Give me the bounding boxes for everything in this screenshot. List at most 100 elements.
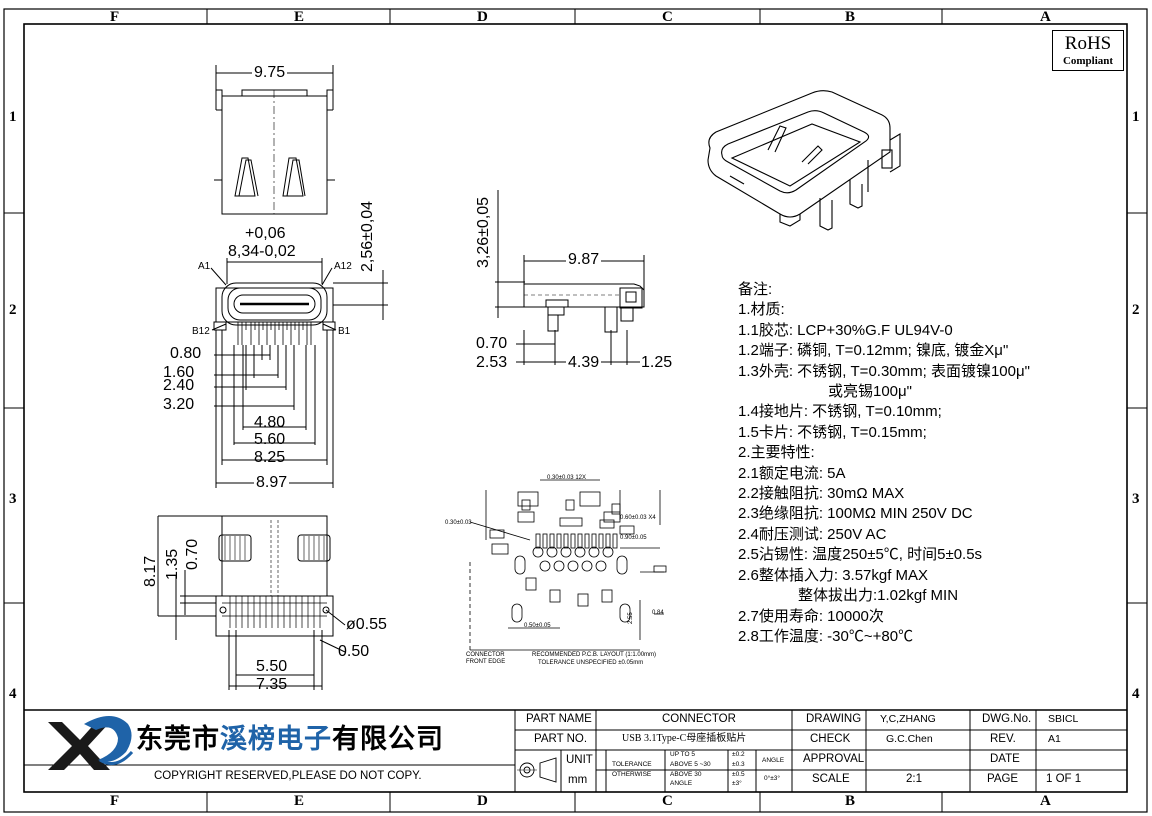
- tolerance-label: TOLERANCE: [612, 761, 652, 768]
- dim-front-1-60: 1.60: [163, 364, 195, 381]
- dim-front-8-97: 8.97: [254, 474, 290, 491]
- zone-row-4-right: 4: [1132, 686, 1140, 702]
- note-2-6-cont: 整体拔出力:1.02kgf MIN: [798, 587, 959, 605]
- pcb-l4-label: 2.55: [628, 612, 634, 624]
- dim-bottom-0-50: 0.50: [338, 643, 370, 660]
- dim-bottom-1-35: 1.35: [164, 548, 181, 580]
- dim-side-4-39: 4.39: [566, 354, 602, 371]
- dim-front-tol-upper: +0,06: [245, 225, 286, 242]
- dwg-no-value: SBICL: [1048, 713, 1079, 725]
- drawing-label: DRAWING: [806, 713, 862, 725]
- pcb-layout-title: RECOMMENDED P.C.B. LAYOUT (1:1.00mm): [532, 652, 657, 658]
- dim-front-8-25: 8.25: [254, 449, 286, 466]
- note-2-2: 2.2接触阻抗: 30mΩ MAX: [738, 485, 905, 503]
- dim-front-width: 8,34-0,02: [228, 243, 296, 260]
- otherwise-label: OTHERWISE: [612, 771, 652, 778]
- zone-row-1-left: 1: [9, 109, 17, 125]
- pin-label-a12: A12: [334, 261, 352, 272]
- dim-front-3-20: 3.20: [163, 396, 195, 413]
- page-label: PAGE: [987, 773, 1019, 785]
- dim-bottom-hole: ø0.55: [346, 616, 387, 633]
- note-2-7: 2.7使用寿命: 10000次: [738, 607, 884, 625]
- zone-row-3-left: 3: [9, 491, 17, 507]
- notes-block: 备注: 1.材质: 1.1胶芯: LCP+30%G.F UL94V-0 1.2端…: [738, 280, 1030, 647]
- company-name-part3: 有限公司: [332, 724, 444, 754]
- note-1-3: 1.3外壳: 不锈钢, T=0.30mm; 表面镀镍100μ": [738, 362, 1030, 380]
- tol-row-2-label: ABOVE 5 ~30: [670, 761, 711, 768]
- zone-col-c-bottom: C: [662, 793, 673, 809]
- rohs-badge: RoHS Compliant: [1052, 30, 1124, 71]
- tol-row-2-value: ±0.3: [732, 761, 745, 768]
- note-1: 1.材质:: [738, 301, 785, 319]
- tol-row-4-value: ±3°: [732, 780, 742, 787]
- zone-col-b-top: B: [845, 9, 856, 25]
- zone-col-f-top: F: [110, 9, 120, 25]
- unit-value: mm: [568, 774, 588, 786]
- pcb-pitch-label: 0.30±0.03 12X: [547, 475, 586, 481]
- pcb-l5-label: 0.84: [652, 610, 664, 616]
- scale-label: SCALE: [812, 773, 850, 785]
- note-2-5: 2.5沾锡性: 温度250±5℃, 时间5±0.5s: [738, 546, 983, 564]
- zone-col-f-bottom: F: [110, 793, 120, 809]
- part-no-label: PART NO.: [534, 733, 588, 745]
- dim-front-4-80: 4.80: [254, 414, 286, 431]
- company-logo: [48, 716, 134, 770]
- zone-col-d-top: D: [477, 9, 488, 25]
- scale-value: 2:1: [906, 773, 922, 785]
- check-label: CHECK: [810, 733, 851, 745]
- pcb-tolerance: TOLERANCE UNSPECIFIED ±0.05mm: [538, 660, 644, 666]
- angle-value: 0°±3°: [764, 775, 780, 782]
- dim-bottom-7-35: 7.35: [256, 676, 288, 693]
- tol-row-3-label: ABOVE 30: [670, 771, 702, 778]
- tol-row-1-value: ±0.2: [732, 751, 745, 758]
- angle-label: ANGLE: [762, 757, 785, 764]
- bottom-view: [157, 515, 346, 690]
- dim-front-2-40: 2.40: [163, 377, 195, 394]
- note-2-1: 2.1额定电流: 5A: [738, 464, 846, 482]
- note-2-6: 2.6整体插入力: 3.57kgf MAX: [738, 566, 929, 584]
- part-name-value: CONNECTOR: [662, 713, 736, 725]
- zone-row-2-right: 2: [1132, 302, 1140, 318]
- rev-label: REV.: [990, 733, 1016, 745]
- zone-col-e-bottom: E: [294, 793, 305, 809]
- dwg-no-label: DWG.No.: [982, 713, 1032, 725]
- zone-row-1-right: 1: [1132, 109, 1140, 125]
- zone-row-2-left: 2: [9, 302, 17, 318]
- notes-title: 备注:: [738, 281, 773, 298]
- zone-col-a-top: A: [1040, 9, 1051, 25]
- zone-col-e-top: E: [294, 9, 305, 25]
- title-block-grid: [24, 709, 1127, 792]
- part-name-label: PART NAME: [526, 713, 592, 725]
- note-2-3: 2.3绝缘阻抗: 100MΩ MIN 250V DC: [738, 505, 973, 523]
- side-view: [495, 190, 645, 365]
- dim-side-2-53: 2.53: [476, 354, 508, 371]
- pin-label-b12: B12: [192, 326, 210, 337]
- zone-col-b-bottom: B: [845, 793, 856, 809]
- front-view: [210, 258, 388, 488]
- tol-row-3-value: ±0.5: [732, 771, 745, 778]
- copyright-notice: COPYRIGHT RESERVED,PLEASE DO NOT COPY.: [154, 770, 422, 782]
- dim-front-0-80: 0.80: [170, 345, 202, 362]
- pin-label-a1: A1: [198, 261, 211, 272]
- zone-col-c-top: C: [662, 9, 673, 25]
- dim-side-length: 9.87: [566, 251, 602, 268]
- pcb-pad-label: 0.50±0.05: [524, 623, 551, 629]
- dim-bottom-0-70: 0.70: [184, 538, 201, 570]
- tol-row-1-label: UP TO 5: [670, 751, 695, 758]
- company-name-part1: 东莞市: [136, 724, 220, 754]
- dim-front-5-60: 5.60: [254, 431, 286, 448]
- pcb-l1-label: 0.60±0.03 X4: [620, 515, 656, 521]
- note-1-5: 1.5卡片: 不锈钢, T=0.15mm;: [738, 423, 927, 441]
- rohs-subtitle: Compliant: [1062, 55, 1114, 67]
- note-2: 2.主要特性:: [738, 444, 815, 462]
- unit-label: UNIT: [566, 754, 593, 766]
- zone-row-4-left: 4: [9, 686, 17, 702]
- note-2-8: 2.8工作温度: -30℃~+80℃: [738, 627, 914, 645]
- note-1-3-cont: 或亮锡100μ": [828, 383, 912, 401]
- note-1-2: 1.2端子: 磷铜, T=0.12mm; 镍底, 镀金Xμ": [738, 342, 1009, 360]
- rohs-title: RoHS: [1064, 33, 1112, 54]
- pcb-layout: [469, 479, 667, 651]
- pcb-l2-label: 0.90±0.05: [620, 535, 647, 541]
